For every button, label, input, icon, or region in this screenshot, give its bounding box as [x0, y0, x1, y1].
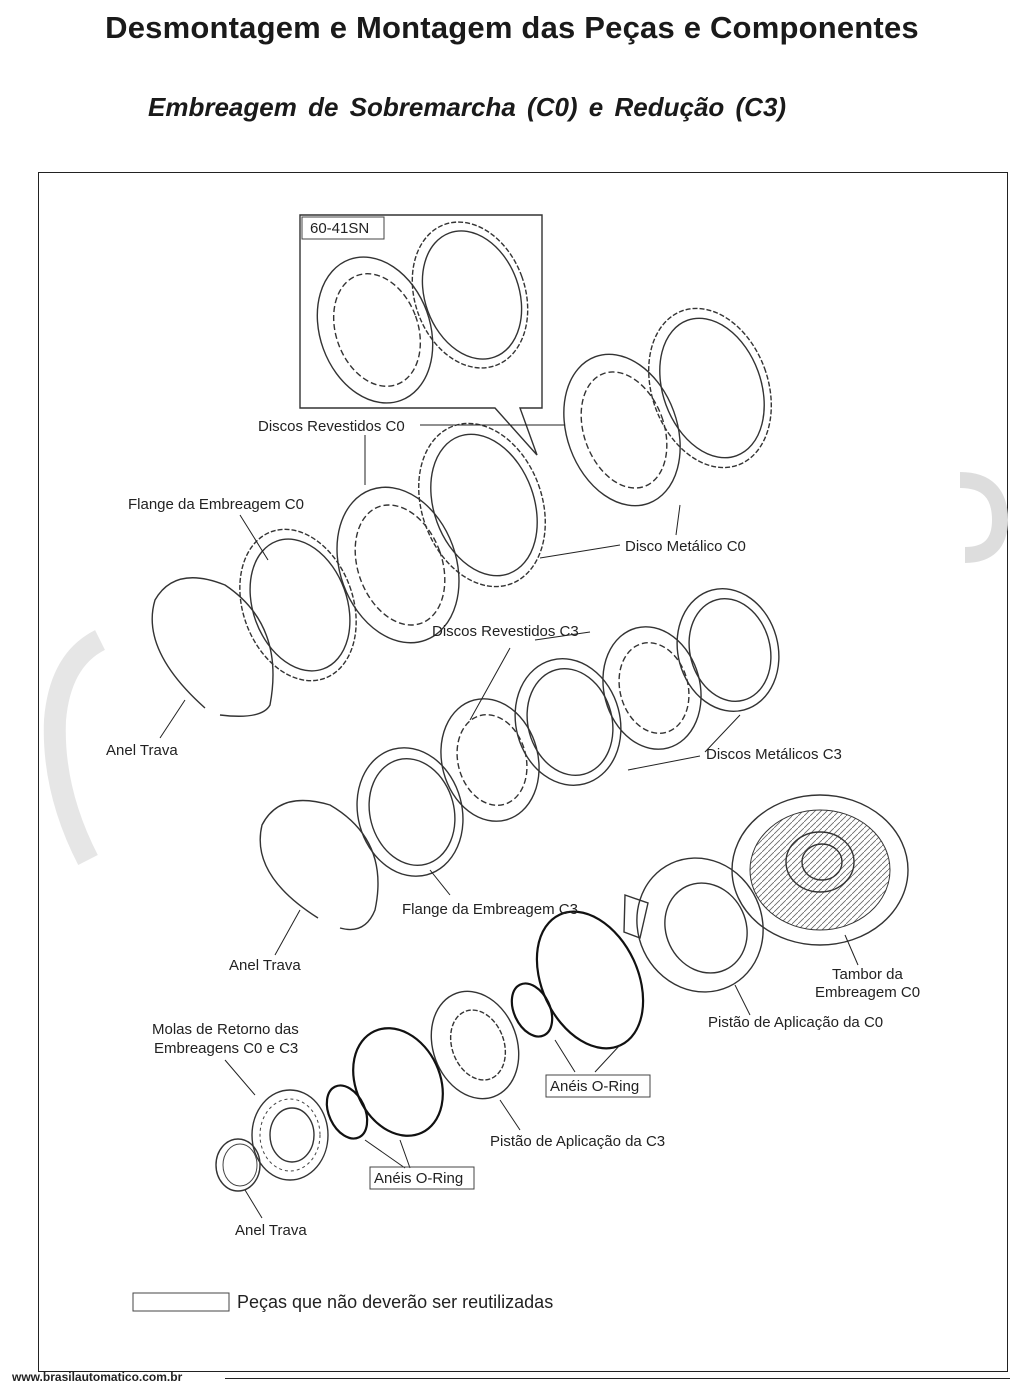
flange-c3 [356, 747, 464, 877]
disco-revestido-c0-lower [336, 486, 460, 644]
page-title: Desmontagem e Montagem das Peças e Compo… [105, 10, 919, 45]
label-discos-revestidos-c0: Discos Revestidos C0 [258, 418, 405, 435]
anel-trava-c0 [151, 577, 274, 717]
leader-lines [159, 424, 859, 1219]
label-molas-line1: Molas de Retorno das [152, 1021, 299, 1038]
pistao-c0 [623, 857, 764, 993]
label-tambor-line1: Tambor da [832, 966, 904, 983]
label-anel-trava-3: Anel Trava [235, 1222, 307, 1239]
disco-metalico-c0-upper [648, 307, 772, 469]
flange-c0 [239, 528, 357, 682]
page-subtitle: Embreagem de Sobremarcha (C0) e Redução … [148, 92, 787, 122]
inset-friction-disc [316, 256, 434, 404]
disco-revestido-c3-lower [440, 698, 540, 822]
anel-trava-small [215, 1138, 261, 1192]
anel-trava-c3 [259, 799, 379, 931]
legend-swatch [132, 1292, 230, 1312]
pistao-c3 [430, 990, 520, 1100]
label-anel-trava-2: Anel Trava [229, 957, 301, 974]
inset-callout: 60-41SN [299, 214, 543, 456]
footer-rule [225, 1378, 1010, 1379]
diagram-frame [38, 172, 1008, 1372]
disco-revestido-c0-upper [563, 353, 681, 507]
box-aneis-oring-1 [545, 1074, 651, 1098]
footer-site: www.brasilautomatico.com.br [12, 1370, 183, 1384]
label-anel-trava-1: Anel Trava [106, 742, 178, 759]
label-tambor-line2: Embreagem C0 [815, 984, 920, 1001]
oring-small-lower [325, 1084, 369, 1140]
label-flange-c3: Flange da Embreagem C3 [402, 901, 578, 918]
label-discos-revestidos-c3: Discos Revestidos C3 [432, 623, 579, 640]
label-molas-line2: Embreagens C0 e C3 [154, 1040, 298, 1057]
molas-retorno [251, 1089, 329, 1181]
label-flange-c0: Flange da Embreagem C0 [128, 496, 304, 513]
tambor-embreagem-c0 [731, 794, 909, 946]
inset-steel-disc [411, 221, 529, 369]
oring-large-lower [352, 1027, 444, 1137]
label-pistao-c3: Pistão de Aplicação da C3 [490, 1133, 665, 1150]
inset-code-box [301, 216, 385, 240]
disco-metalico-c3-upper [676, 588, 780, 712]
oring-small-upper [510, 982, 554, 1038]
label-disco-metalico-c0: Disco Metálico C0 [625, 538, 746, 555]
label-pistao-c0: Pistão de Aplicação da C0 [708, 1014, 883, 1031]
legend-text: Peças que não deverão ser reutilizadas [237, 1292, 553, 1312]
watermark-arc [959, 472, 1009, 563]
oring-large-upper [535, 910, 645, 1050]
box-aneis-oring-2 [369, 1166, 475, 1190]
label-aneis-oring-1: Anéis O-Ring [550, 1078, 639, 1095]
label-discos-metalicos-c3: Discos Metálicos C3 [706, 746, 842, 763]
watermark-arc-left [43, 630, 106, 866]
inset-code: 60-41SN [310, 220, 369, 237]
disco-metalico-c0-lower [418, 422, 546, 588]
label-aneis-oring-2: Anéis O-Ring [374, 1170, 463, 1187]
disco-revestido-c3-upper [602, 626, 702, 750]
